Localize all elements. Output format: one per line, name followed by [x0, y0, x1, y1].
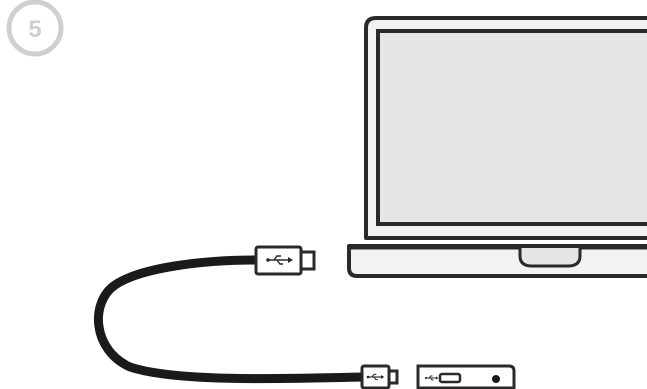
- step-number: 5: [28, 16, 41, 43]
- usb-cable: [98, 260, 362, 379]
- laptop-screen: [378, 31, 647, 224]
- usb-plug-upper-tip: [301, 252, 314, 269]
- external-drive: [418, 366, 514, 388]
- led-indicator-icon: [492, 375, 500, 383]
- usb-plug-lower-tip: [389, 371, 397, 383]
- drive-usb-port: [440, 374, 460, 382]
- laptop-base: [349, 246, 647, 276]
- cable-wire: [98, 260, 362, 379]
- step-badge: 5: [9, 2, 61, 54]
- laptop-notch: [520, 248, 580, 266]
- usb-plug-upper: [256, 247, 314, 274]
- laptop: [349, 18, 647, 276]
- usb-plug-lower: [362, 366, 397, 388]
- drive-body: [418, 366, 514, 388]
